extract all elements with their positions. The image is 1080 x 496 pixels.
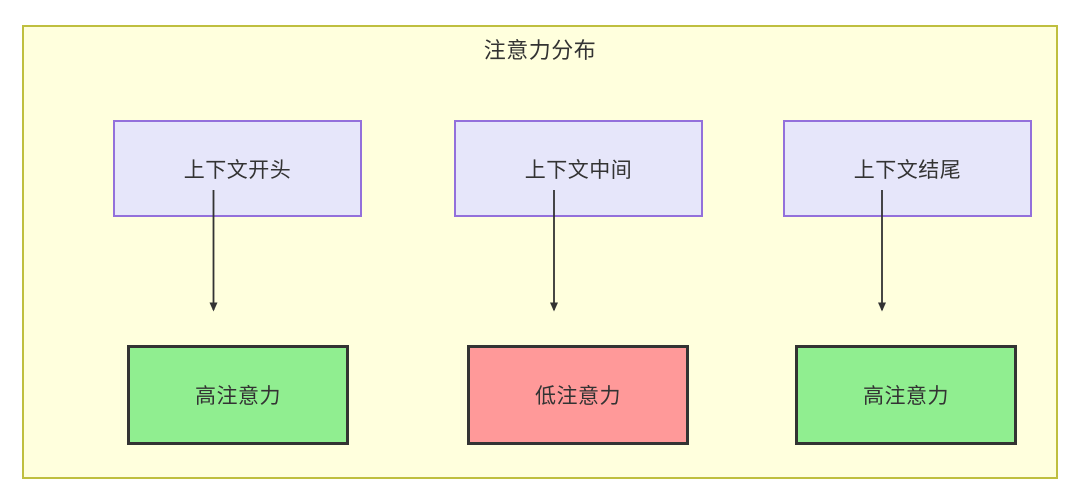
node-attention-high-start[interactable]: 高注意力 [127,345,349,445]
node-attention-low-middle-label: 低注意力 [535,385,621,408]
node-attention-low-middle[interactable]: 低注意力 [467,345,689,445]
node-attention-high-start-label: 高注意力 [195,385,281,408]
node-context-middle[interactable]: 上下文中间 [454,120,703,217]
node-context-end-label: 上下文结尾 [853,158,962,182]
node-context-start-label: 上下文开头 [183,158,292,182]
subgraph-title: 注意力分布 [483,38,597,63]
node-context-end[interactable]: 上下文结尾 [783,120,1032,217]
subgraph-attention-distribution: 注意力分布 上下文开头 上下文中间 上下文结尾 高注意力 低注意力 高注意力 [22,25,1058,479]
node-attention-high-end[interactable]: 高注意力 [795,345,1017,445]
node-context-start[interactable]: 上下文开头 [113,120,362,217]
node-context-middle-label: 上下文中间 [524,158,633,182]
node-attention-high-end-label: 高注意力 [863,385,949,408]
